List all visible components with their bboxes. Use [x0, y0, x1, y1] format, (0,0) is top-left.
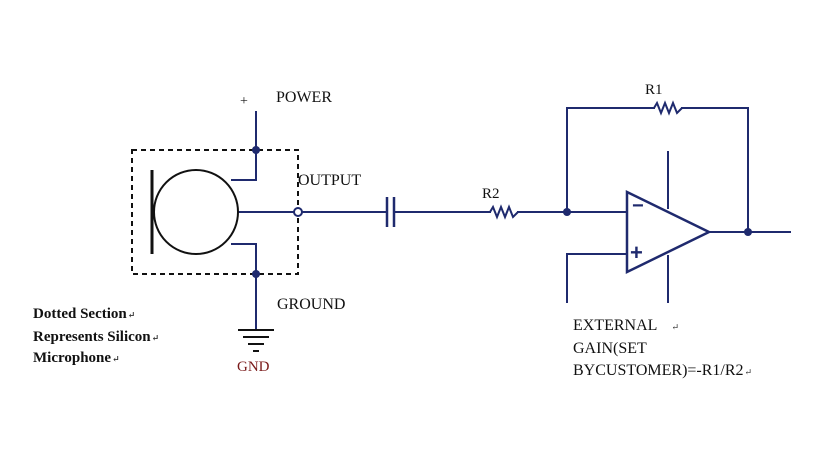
resistor-r2 — [489, 204, 519, 220]
gain-note-line3: BYCUSTOMER)=-R1/R2↵ — [573, 362, 753, 379]
r2-label: R2 — [482, 186, 500, 202]
power-plus-sign: + — [240, 94, 248, 109]
node-inverting — [563, 208, 571, 216]
node-output — [744, 228, 752, 236]
node-power — [252, 146, 260, 154]
feedback-left-wire — [566, 107, 655, 213]
microphone-note-line3: Microphone↵ — [33, 350, 120, 366]
microphone-note-line2: Represents Silicon↵ — [33, 329, 160, 345]
mic-top-lead — [231, 149, 257, 181]
node-ground — [252, 270, 260, 278]
gain-note-line2: GAIN(SET — [573, 340, 647, 357]
ground-label: GROUND — [277, 296, 346, 313]
ground-symbol — [238, 329, 274, 352]
node-mic-output — [293, 207, 303, 217]
gain-note-line1: EXTERNAL↵ — [573, 317, 679, 334]
r1-label: R1 — [645, 82, 663, 98]
microphone-symbol — [150, 169, 239, 255]
op-amp — [625, 189, 712, 275]
opamp-plus-sign: + — [630, 240, 643, 265]
microphone-note: Dotted Section↵ Represents Silicon↵ Micr… — [33, 303, 159, 370]
output-label: OUTPUT — [298, 172, 362, 189]
coupling-capacitor — [385, 197, 396, 227]
power-label: POWER — [276, 89, 332, 106]
resistor-r1 — [653, 100, 683, 116]
microphone-note-line1: Dotted Section↵ — [33, 306, 136, 322]
plus-input-wire — [566, 253, 628, 303]
feedback-right-wire — [681, 107, 749, 233]
gain-note: EXTERNAL↵ GAIN(SET BYCUSTOMER)=-R1/R2↵ — [573, 315, 752, 383]
gnd-label: GND — [237, 359, 270, 375]
mic-bottom-lead — [231, 243, 257, 275]
opamp-minus-sign: − — [632, 195, 644, 217]
